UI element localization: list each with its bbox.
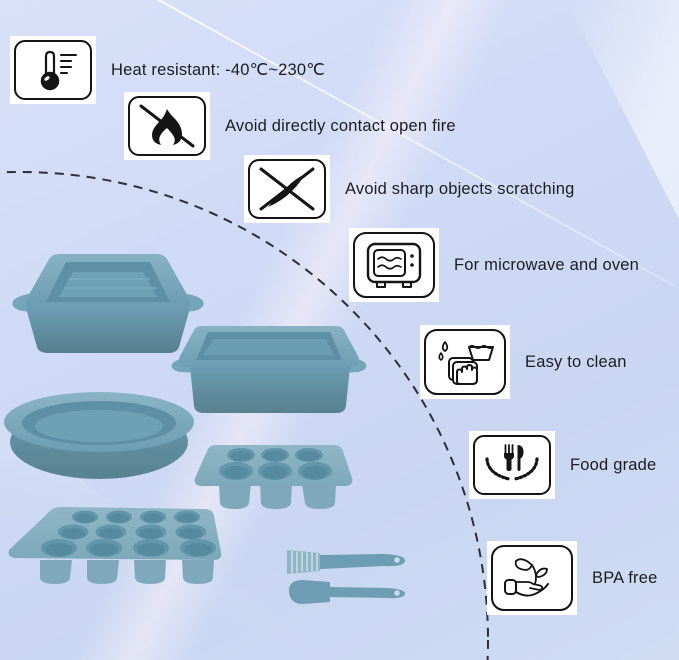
feature-heat-resistant: Heat resistant: -40℃~230℃ xyxy=(10,36,325,104)
feature-label: BPA free xyxy=(592,568,658,587)
feature-label: Easy to clean xyxy=(525,352,627,371)
hand-wash-icon xyxy=(424,329,506,395)
square-cake-pan xyxy=(10,248,206,356)
brush-and-spatula xyxy=(284,547,410,607)
feature-bpa-free: BPA free xyxy=(487,541,658,615)
no-sharp-objects-icon xyxy=(248,159,326,219)
no-open-fire-icon xyxy=(128,96,206,156)
feature-food-grade: Food grade xyxy=(469,431,656,499)
feature-no-open-fire: Avoid directly contact open fire xyxy=(124,92,456,160)
feature-label: Avoid sharp objects scratching xyxy=(345,179,575,198)
feature-easy-to-clean: Easy to clean xyxy=(420,325,627,399)
feature-label: Heat resistant: -40℃~230℃ xyxy=(111,61,326,79)
thermometer-icon xyxy=(14,40,92,100)
cutlery-laurel-icon xyxy=(473,435,551,495)
feature-label: Avoid directly contact open fire xyxy=(225,116,456,135)
feature-label: Food grade xyxy=(570,455,657,474)
spatula xyxy=(288,580,406,604)
muffin-pan-12-cup xyxy=(5,504,227,598)
basting-brush xyxy=(287,550,406,574)
muffin-pan-6-cup xyxy=(191,442,357,518)
round-cake-pan xyxy=(2,390,196,482)
loaf-pan xyxy=(170,322,368,418)
feature-no-sharp-objects: Avoid sharp objects scratching xyxy=(244,155,574,223)
feature-label: For microwave and oven xyxy=(454,255,640,274)
microwave-oven-icon xyxy=(353,232,435,298)
hand-sprout-icon xyxy=(491,545,573,611)
feature-microwave-oven: For microwave and oven xyxy=(349,228,639,302)
